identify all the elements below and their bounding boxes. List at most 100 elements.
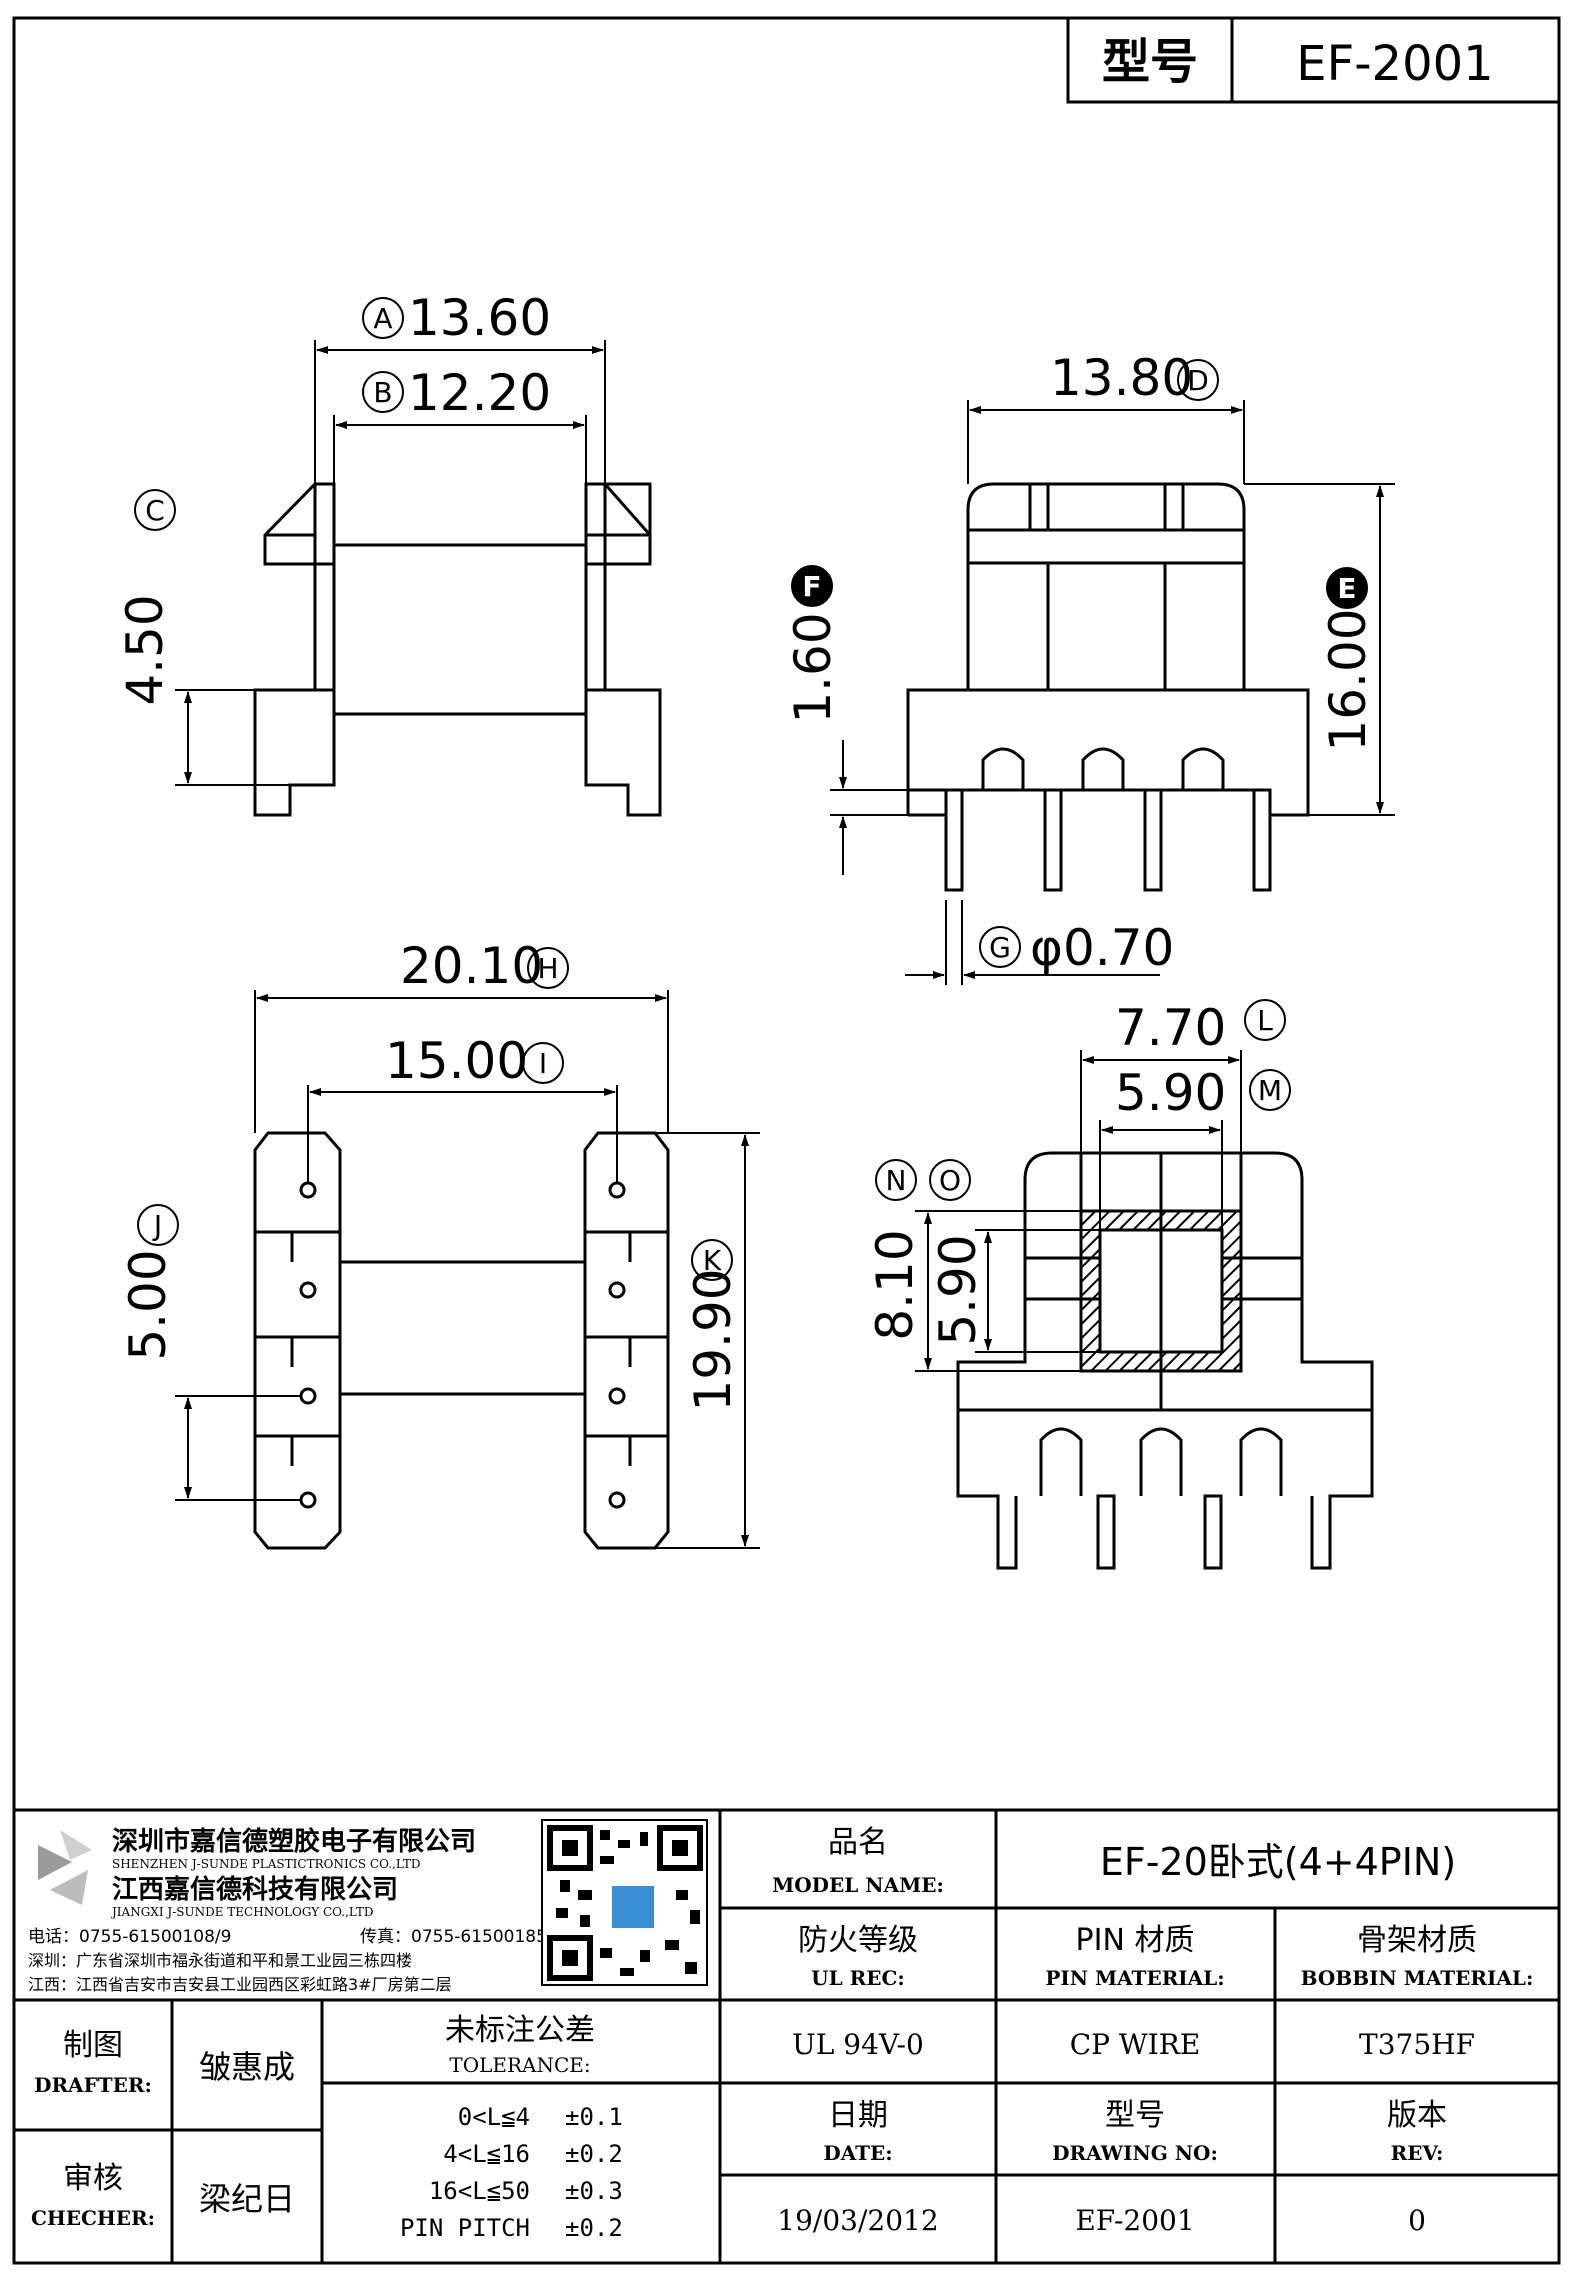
tolerance-range-4: PIN PITCH: [400, 2214, 530, 2242]
dim-k-letter: K: [703, 1244, 722, 1277]
dim-d-letter-circle: [1177, 359, 1219, 401]
dim-l-value: 7.70: [1115, 999, 1226, 1057]
company-name-en-1: SHENZHEN J-SUNDE PLASTICTRONICS CO.,LTD: [112, 1857, 420, 1871]
dim-o-letter-circle: [929, 1159, 971, 1201]
dim-d-value: 13.80: [1050, 349, 1193, 407]
company-name-cn-1: 深圳市嘉信德塑胶电子有限公司: [112, 1826, 476, 1857]
tolerance-range-1: 0<L≦4: [458, 2103, 530, 2131]
dim-k-value: 19.90: [684, 1268, 742, 1411]
dim-a-value: 13.60: [408, 289, 551, 347]
dim-c-letter: C: [145, 494, 165, 527]
title-block: [14, 1808, 1559, 2263]
company-name-en-2: JIANGXI J-SUNDE TECHNOLOGY CO.,LTD: [110, 1905, 374, 1919]
dim-l-letter-circle: [1244, 999, 1286, 1041]
dim-h-letter: H: [537, 952, 558, 985]
drafter-label-en: DRAFTER:: [34, 2073, 152, 2097]
sheet-border: [12, 16, 1561, 2265]
company-phone: 电话：0755-61500108/9: [28, 1927, 231, 1947]
dim-a-letter: A: [373, 302, 392, 335]
checker-name: 梁纪日: [199, 2180, 295, 2218]
dim-g-letter: G: [989, 931, 1011, 964]
checker-label-en: CHECHER:: [31, 2206, 155, 2230]
drawing-no-label-en: DRAWING NO:: [1052, 2141, 1218, 2165]
title-box-value: EF-2001: [1296, 36, 1493, 92]
title-box-label: 型号: [1102, 34, 1198, 90]
dim-c-letter-circle: [134, 489, 176, 531]
dim-j-letter-circle: [137, 1204, 179, 1246]
pin-material-value: CP WIRE: [1070, 2028, 1201, 2061]
tolerance-title-cn: 未标注公差: [445, 2013, 595, 2048]
pin-material-label-cn: PIN 材质: [1076, 1923, 1195, 1958]
tolerance-value-1: ±0.1: [565, 2103, 623, 2131]
dim-g-value: φ0.70: [1030, 919, 1174, 977]
company-address-sz: 深圳：广东省深圳市福永街道和平和景工业园三栋四楼: [28, 1951, 412, 1970]
tolerance-value-2: ±0.2: [565, 2140, 623, 2168]
drawing-no-label-cn: 型号: [1105, 2098, 1165, 2133]
dim-j-letter: J: [152, 1209, 162, 1242]
end-view-right: [956, 1151, 1374, 1570]
dim-b-value: 12.20: [408, 364, 551, 422]
dim-k-letter-circle: [691, 1239, 733, 1281]
dim-e-letter: E: [1337, 572, 1356, 605]
dim-n-letter: N: [886, 1164, 907, 1197]
tolerance-value-3: ±0.3: [565, 2177, 623, 2205]
model-name-value: EF-20卧式(4+4PIN): [1100, 1840, 1456, 1884]
dim-b-letter-circle: [362, 371, 404, 413]
dim-b-letter: B: [373, 376, 392, 409]
dim-l-letter: L: [1257, 1004, 1273, 1037]
drafter-label-cn: 制图: [63, 2028, 123, 2063]
dim-m-value: 5.90: [1115, 1064, 1226, 1122]
dim-n-value: 8.10: [866, 1229, 924, 1340]
ul-label-en: UL REC:: [811, 1966, 905, 1990]
bobbin-material-label-en: BOBBIN MATERIAL:: [1301, 1966, 1534, 1990]
dim-c-value: 4.50: [116, 594, 174, 705]
rev-label-en: REV:: [1391, 2141, 1444, 2165]
dim-a-letter-circle: [362, 297, 404, 339]
drafter-name: 皱惠成: [199, 2048, 295, 2086]
dim-o-value: 5.90: [929, 1234, 987, 1345]
company-block: 深圳市嘉信德塑胶电子有限公司 SHENZHEN J-SUNDE PLASTICT…: [28, 1819, 708, 1994]
model-name-label-en: MODEL NAME:: [772, 1873, 944, 1897]
dim-h-value: 20.10: [400, 937, 543, 995]
ul-value: UL 94V-0: [792, 2028, 924, 2061]
company-fax: 传真：0755-61500185: [360, 1927, 547, 1947]
tolerance-block: 未标注公差 TOLERANCE: 0<L≦4 ±0.1 4<L≦16 ±0.2 …: [400, 2013, 623, 2242]
tolerance-range-3: 16<L≦50: [429, 2177, 530, 2205]
rev-value: 0: [1408, 2204, 1426, 2237]
dim-f-letter-circle: [791, 565, 833, 607]
plan-view-left: [253, 1131, 670, 1550]
dim-i-value: 15.00: [385, 1032, 528, 1090]
date-label-cn: 日期: [828, 2098, 888, 2133]
dimension-labels: A 13.60 B 12.20 4.50 C 13.80 D 16.00 E 1…: [116, 289, 1377, 1412]
dim-e-letter-circle: [1326, 567, 1368, 609]
dimension-lines: [175, 340, 1395, 1549]
company-logo: [38, 1830, 92, 1905]
company-address-jx: 江西：江西省吉安市吉安县工业园西区彩虹路3#厂房第二层: [28, 1975, 452, 1994]
dim-h-letter-circle: [527, 947, 569, 989]
signoff-cells: 制图 DRAFTER: 皱惠成 审核 CHECHER: 梁纪日: [31, 2028, 295, 2230]
dim-m-letter-circle: [1249, 1069, 1291, 1111]
dim-i-letter-circle: [522, 1042, 564, 1084]
date-value: 19/03/2012: [777, 2204, 938, 2237]
tolerance-value-4: ±0.2: [565, 2214, 623, 2242]
info-cells: 品名 MODEL NAME: EF-20卧式(4+4PIN) 防火等级 UL R…: [772, 1825, 1533, 2237]
dim-o-letter: O: [939, 1164, 961, 1197]
model-name-label-cn: 品名: [828, 1825, 888, 1860]
checker-label-cn: 审核: [63, 2161, 123, 2196]
rev-label-cn: 版本: [1387, 2098, 1447, 2133]
bobbin-material-label-cn: 骨架材质: [1357, 1923, 1477, 1958]
dim-f-value: 1.60: [784, 612, 842, 723]
dim-g-letter-circle: [979, 926, 1021, 968]
company-name-cn-2: 江西嘉信德科技有限公司: [112, 1875, 398, 1905]
date-label-en: DATE:: [823, 2141, 892, 2165]
dim-m-letter: M: [1258, 1074, 1282, 1107]
front-view-right: [906, 482, 1310, 892]
dim-f-letter: F: [802, 570, 821, 603]
dim-i-letter: I: [539, 1047, 547, 1080]
dim-d-letter: D: [1187, 364, 1209, 397]
pin-material-label-en: PIN MATERIAL:: [1045, 1966, 1224, 1990]
dim-n-letter-circle: [875, 1159, 917, 1201]
side-view-left: [253, 482, 662, 817]
bobbin-material-value: T375HF: [1359, 2028, 1475, 2061]
